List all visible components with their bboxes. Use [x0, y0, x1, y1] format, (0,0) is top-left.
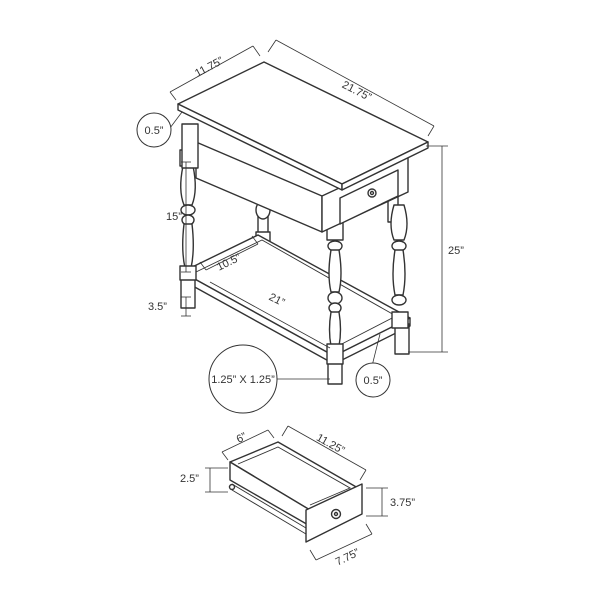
table-top — [177, 61, 429, 191]
shelf-thickness-label: 0.5” — [364, 375, 383, 387]
table-drawer-front — [339, 169, 399, 225]
table-dimension-lines — [169, 39, 448, 380]
top-thickness-label: 0.5” — [145, 125, 164, 137]
drawer-outer-height-label: 3.75” — [390, 497, 415, 509]
leg-section-label: 1.25” X 1.25” — [211, 374, 275, 386]
table-dimension-circles — [136, 112, 391, 414]
drawer-inner-height-label: 2.5” — [180, 473, 199, 485]
top-depth-label: 11.75” — [193, 55, 226, 80]
drawer-inner-depth-label: 6” — [235, 431, 249, 446]
top-width-label: 21.75” — [340, 79, 374, 104]
top-thickness-circle — [136, 112, 172, 148]
shelf-thickness-circle — [355, 362, 391, 398]
end-table-drawing — [177, 61, 429, 385]
front-left-turned-leg — [179, 149, 197, 281]
height-label: 25” — [448, 245, 464, 257]
front-right-leg-lower — [327, 361, 343, 385]
drawer-dimension-lines — [205, 425, 388, 561]
front-left-leg-lower — [180, 277, 196, 309]
foot-height-label: 3.5” — [148, 301, 167, 313]
lower-shelf — [181, 234, 411, 365]
back-right-turned-leg — [390, 204, 409, 329]
leg-clearance-label: 15” — [166, 211, 182, 223]
leg-section-circle — [208, 344, 278, 414]
drawer-drawing — [228, 441, 363, 543]
drawer-inner-width-label: 11.25” — [314, 432, 347, 457]
front-right-turned-leg — [326, 199, 344, 365]
